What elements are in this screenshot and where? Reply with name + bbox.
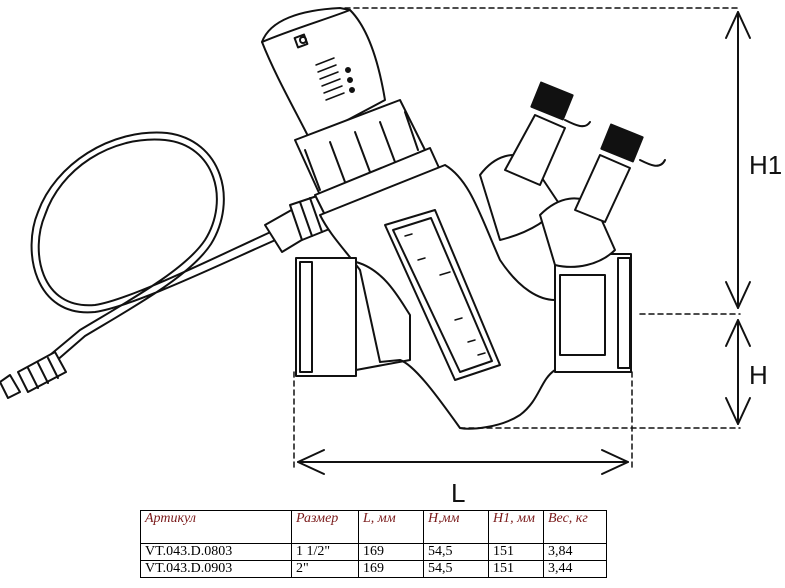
spec-table-header-row: Артикул Размер L, мм H,мм H1, мм Вес, кг [140,510,607,544]
actuator-head [261,7,386,141]
header-h: H,мм [423,510,489,544]
h1-label: H1 [749,150,783,180]
cell-article: VT.043.D.0903 [140,560,292,578]
cell-h: 54,5 [423,560,489,578]
bonnet-nut [294,99,441,216]
cell-weight: 3,84 [543,543,607,561]
header-l: L, мм [358,510,424,544]
h-label: H [749,360,768,390]
capillary-tube [30,131,281,363]
cell-size: 2" [291,560,359,578]
cell-h1: 151 [488,560,544,578]
table-row: VT.043.D.0803 1 1/2" 169 54,5 151 3,84 [140,543,607,561]
table-row: VT.043.D.0903 2" 169 54,5 151 3,44 [140,560,607,578]
header-article: Артикул [140,510,292,544]
outlet-connection [554,253,632,373]
header-h1: H1, мм [488,510,544,544]
cell-l: 169 [358,560,424,578]
spec-table: Артикул Размер L, мм H,мм H1, мм Вес, кг… [140,510,607,578]
header-weight: Вес, кг [543,510,607,544]
valve-body [319,164,556,430]
header-size: Размер [291,510,359,544]
h1-dimension-arrow [725,11,751,309]
cell-h1: 151 [488,543,544,561]
l-label: L [451,478,466,508]
test-point-right [539,123,666,268]
cell-h: 54,5 [423,543,489,561]
dimension-lines [293,7,741,471]
temperature-sensor [0,351,67,399]
cell-l: 169 [358,543,424,561]
valve-technical-drawing [0,7,751,475]
cell-weight: 3,44 [543,560,607,578]
cell-article: VT.043.D.0803 [140,543,292,561]
l-dimension-arrow [297,449,629,475]
test-point-left [479,81,591,241]
cell-size: 1 1/2" [291,543,359,561]
inlet-connection [295,257,411,377]
h-dimension-arrow [725,319,751,425]
